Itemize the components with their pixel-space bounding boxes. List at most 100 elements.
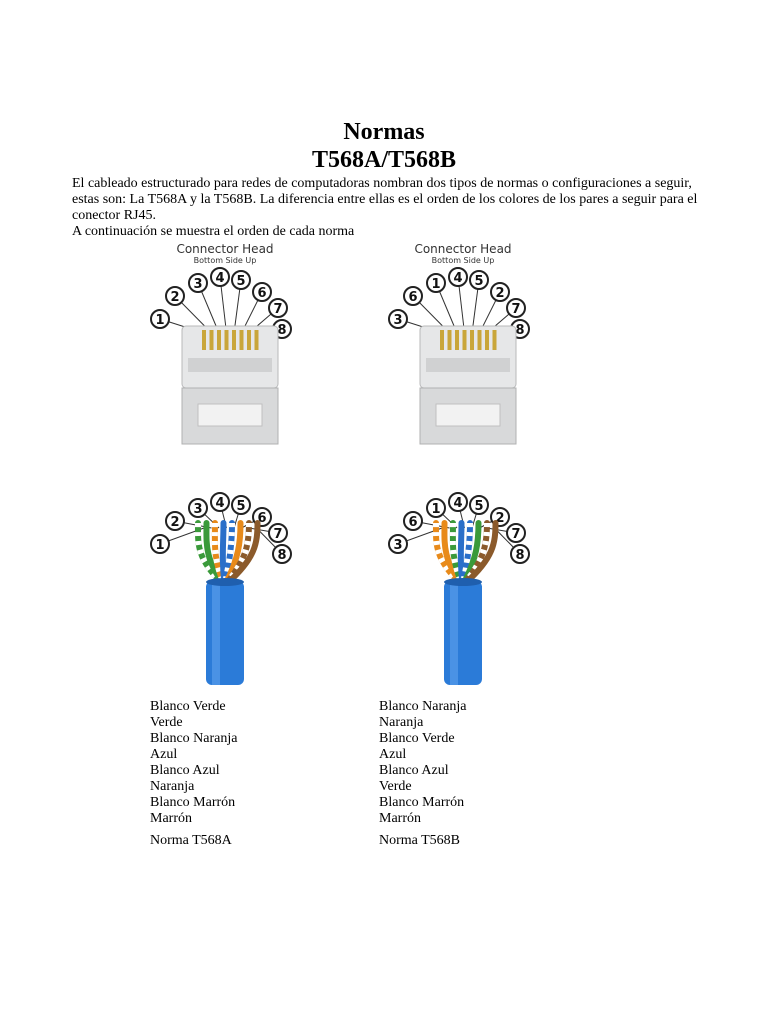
cable-highlight [450,581,458,685]
pin-number: 1 [431,277,440,292]
connector-pin [485,330,489,350]
pin-number-circle [469,270,489,290]
pin-number: 5 [236,499,245,514]
pin-number: 4 [215,271,224,286]
pin-number: 5 [474,274,483,289]
connector-ridge [188,358,272,372]
wire-list-item: Blanco Azul [150,763,220,778]
intro-paragraph-2: A continuación se muestra el orden de ca… [72,224,355,239]
connector-pin [239,330,244,350]
pin-number: 6 [257,511,266,526]
pin-number-circle [510,544,530,564]
pin-number: 2 [495,511,504,526]
pin-number-circle [268,523,288,543]
pin-number-circle [506,298,526,318]
pin-number-circle [231,270,251,290]
cable-end [206,578,244,586]
cable-jacket [206,581,244,685]
cable-highlight [212,581,220,685]
wire-list-item: Blanco Verde [150,699,226,714]
wire-list-item: Blanco Naranja [150,731,238,746]
pin-number: 7 [511,302,520,317]
pin-number: 3 [393,313,402,328]
connector-pin [440,330,444,350]
pin-number-circle [150,534,170,554]
pin-number-circle [403,511,423,531]
connector-pin [202,330,206,350]
pin-number: 3 [393,538,402,553]
connector-latch [197,403,263,427]
wire-list-item: Azul [150,747,178,762]
pin-number: 1 [431,502,440,517]
pin-number: 1 [155,313,164,328]
pin-number-circle [388,309,408,329]
pin-number-circle [165,286,185,306]
wire-list-item: Verde [150,715,183,730]
pin-number: 5 [474,499,483,514]
pin-number: 4 [453,271,462,286]
pin-number-circle [469,495,489,515]
connector-body [419,325,517,389]
wire-list-item: Marrón [379,811,421,826]
pin-number-circle [252,282,272,302]
pin-number: 4 [215,496,224,511]
intro-paragraph: El cableado estructurado para redes de c… [72,176,698,223]
wire-list-item: Blanco Naranja [379,699,467,714]
wire-stripe [432,522,463,586]
connector-pin [477,330,482,350]
bottom-side-up-label: Bottom Side Up [432,256,495,265]
connector-pin [224,330,229,350]
pin-number: 1 [155,538,164,553]
connector-pin [232,330,236,350]
cable-end [444,578,482,586]
connector-pin [209,330,214,350]
pin-number: 8 [515,548,524,563]
pin-number-circle [448,492,468,512]
connector-head-label: Connector Head [414,242,511,256]
bottom-side-up-label: Bottom Side Up [194,256,257,265]
pin-number-circle [210,267,230,287]
pin-number-circle [165,511,185,531]
wire-list-item: Blanco Azul [379,763,449,778]
pin-number: 2 [495,286,504,301]
pin-number: 8 [515,323,524,338]
pin-number-circle [490,282,510,302]
pin-number-circle [506,523,526,543]
pin-number: 7 [273,527,282,542]
pin-number: 3 [193,502,202,517]
pin-number: 4 [453,496,462,511]
wire [462,520,499,586]
connector-pin [247,330,251,350]
pin-number-circle [403,286,423,306]
wire-list-item: Naranja [379,715,424,730]
wire-list-item: Verde [379,779,412,794]
cable-jacket [444,581,482,685]
connector-pin [254,330,259,350]
wire-list-item: Blanco Marrón [150,795,236,810]
caption-t568a: Norma T568A [150,833,232,848]
pin-number: 6 [257,286,266,301]
pin-number: 5 [236,274,245,289]
pin-number: 7 [511,527,520,542]
pin-number: 8 [277,548,286,563]
pin-number-circle [272,544,292,564]
connector-head-label: Connector Head [176,242,273,256]
pin-number-circle [268,298,288,318]
wire-stripe [194,522,225,586]
page-title-line2: T568A/T568B [311,147,457,173]
connector-latch [435,403,501,427]
connector-ridge [426,358,510,372]
wire-list-item: Blanco Verde [379,731,455,746]
connector-pin [217,330,221,350]
pin-number-circle [388,534,408,554]
caption-t568b: Norma T568B [379,833,461,848]
pin-number: 2 [170,290,179,305]
pin-number-circle [231,495,251,515]
pin-number-circle [448,267,468,287]
connector-pin [470,330,474,350]
pin-number: 7 [273,302,282,317]
